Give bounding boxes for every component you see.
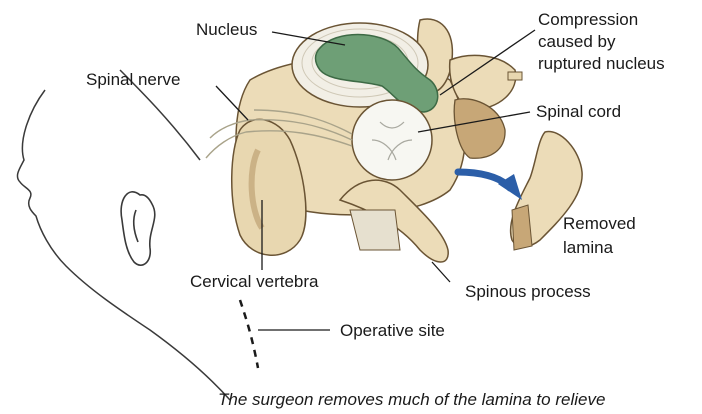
label-spinal-cord: Spinal cord <box>536 102 621 121</box>
spinal-cord <box>352 100 432 180</box>
label-spinous-process: Spinous process <box>465 282 591 301</box>
label-cervical-vertebra: Cervical vertebra <box>190 272 319 291</box>
label-compression-line1: Compression <box>538 10 638 29</box>
label-operative-site: Operative site <box>340 321 445 340</box>
label-compression-line2: caused by <box>538 32 616 51</box>
label-removed-line1: Removed <box>563 214 636 233</box>
label-compression-line3: ruptured nucleus <box>538 54 665 73</box>
label-spinal-nerve: Spinal nerve <box>86 70 181 89</box>
operative-site-mark <box>240 300 258 368</box>
label-nucleus: Nucleus <box>196 20 257 39</box>
ear <box>121 192 155 265</box>
removal-arrow <box>458 172 522 200</box>
leader-spinous-process <box>432 262 450 282</box>
label-removed-line2: lamina <box>563 238 613 257</box>
caption: The surgeon removes much of the lamina t… <box>218 390 605 410</box>
